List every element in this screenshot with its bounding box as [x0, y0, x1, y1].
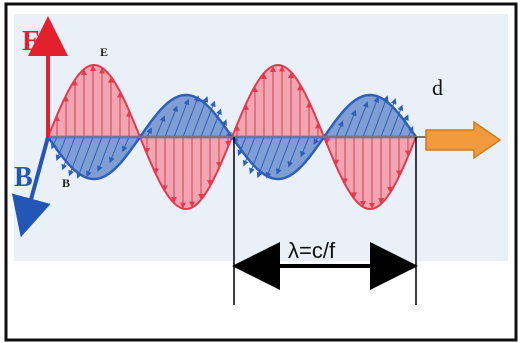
b-axis-label: B — [14, 162, 33, 193]
b-field-vector — [371, 95, 389, 138]
b-field-vector — [300, 136, 310, 158]
b-field-vector — [61, 136, 76, 171]
direction-label: d — [432, 75, 443, 100]
b-field-vector — [86, 136, 103, 178]
b-wave-label: B — [62, 176, 70, 190]
b-field-vector — [96, 136, 112, 172]
b-field-vector — [242, 136, 256, 167]
b-field-vector — [237, 136, 247, 157]
b-field-vector — [249, 136, 265, 175]
b-field-vector — [51, 136, 58, 150]
b-field-vector — [146, 127, 152, 138]
b-field-vector — [182, 95, 200, 138]
b-field-vector — [55, 136, 67, 161]
b-field-vector — [335, 120, 344, 138]
arrow-right-icon — [425, 120, 502, 160]
b-field-vector — [344, 109, 357, 138]
e-wave-label: E — [100, 45, 108, 59]
b-field-vector — [275, 136, 292, 175]
b-field-vector — [362, 96, 380, 138]
b-field-vector — [200, 100, 216, 138]
b-field-vector — [287, 136, 301, 168]
b-field-vector — [155, 115, 166, 138]
b-field-vector — [380, 98, 397, 138]
b-axis-arrow — [11, 136, 51, 238]
b-field-vector — [389, 104, 404, 138]
b-field-vector — [68, 136, 85, 177]
b-field-vector — [407, 125, 414, 138]
b-field-vector — [256, 136, 274, 179]
b-field-vector — [164, 105, 178, 138]
b-field-vector — [353, 101, 369, 138]
e-axis-label: E — [22, 26, 41, 57]
b-field-vector — [265, 136, 283, 179]
b-field-vector — [191, 96, 209, 138]
b-field-vector — [398, 114, 409, 138]
b-field-vector — [209, 108, 222, 138]
b-field-vector — [122, 136, 130, 153]
b-field-vector — [76, 136, 94, 179]
b-field-vector — [109, 136, 121, 164]
wavelength-formula: λ=c/f — [288, 238, 336, 263]
b-field-vector — [218, 119, 227, 138]
b-field-vector — [173, 98, 190, 138]
